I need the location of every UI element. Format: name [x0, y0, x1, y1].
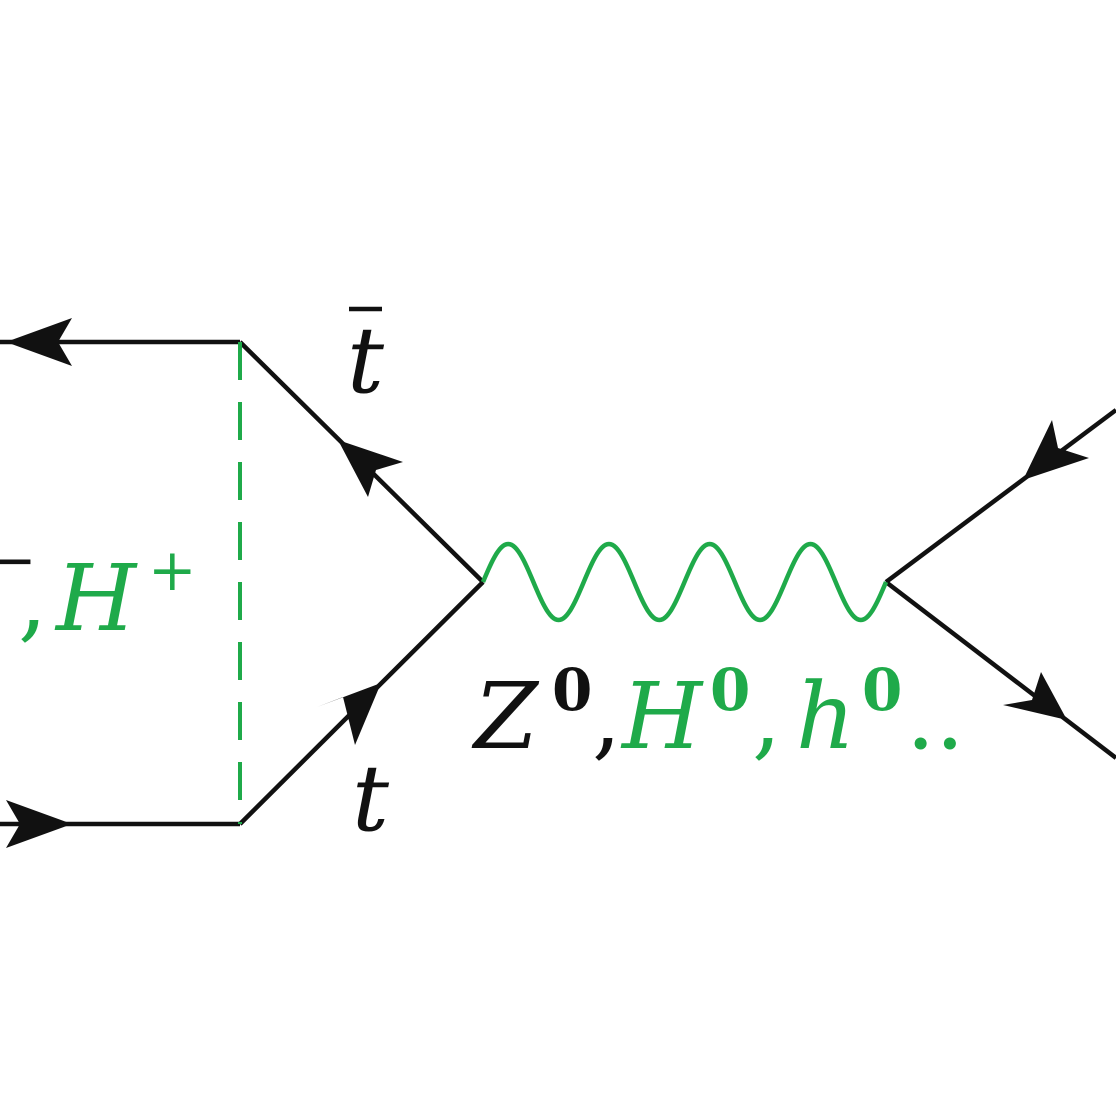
charged-higgs-superscript: +	[148, 536, 197, 604]
comma-1: ,	[592, 663, 621, 770]
comma-2: ,	[752, 663, 781, 770]
heavy-higgs-letter: H	[620, 663, 704, 770]
antitop-label: t	[347, 306, 385, 414]
arrow-left-bottom-icon	[6, 800, 72, 848]
arrowheads	[6, 318, 1089, 848]
arrow-lower-right-icon	[1003, 672, 1067, 720]
top-label: t	[352, 745, 390, 852]
arrow-upper-right-icon	[1023, 420, 1089, 480]
lower-right-fermion-line	[884, 580, 1116, 760]
z-boson-superscript: 0	[552, 656, 592, 724]
light-higgs-superscript: 0	[862, 656, 902, 724]
ellipsis: ..	[906, 663, 965, 770]
light-higgs-letter: h	[796, 663, 855, 770]
left-minus-superscript: −	[0, 526, 37, 594]
charged-higgs-letter: H	[54, 545, 138, 652]
heavy-higgs-superscript: 0	[710, 656, 750, 724]
neutral-boson-wavy-line	[480, 541, 889, 623]
left-comma: ,	[18, 545, 47, 652]
arrow-left-top-icon	[6, 318, 72, 366]
antitop-letter: t	[347, 307, 385, 414]
neutral-boson-label: Z 0 , H 0 , h 0 ..	[471, 656, 965, 770]
arrow-top-icon	[317, 683, 381, 745]
charged-higgs-label: − , H +	[0, 526, 197, 652]
arrow-antitop-icon	[338, 440, 403, 497]
z-boson-letter: Z	[471, 663, 540, 770]
upper-right-fermion-line	[884, 408, 1116, 584]
